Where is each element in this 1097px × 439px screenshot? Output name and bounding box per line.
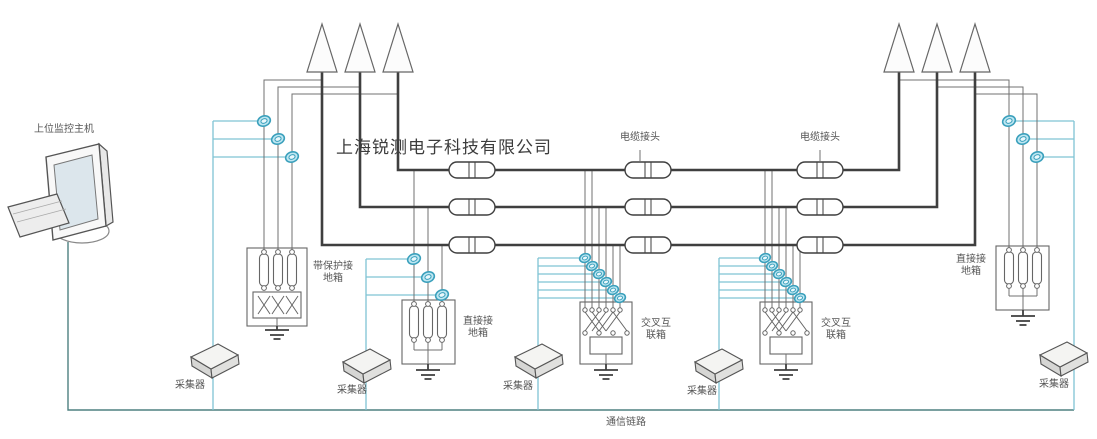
comm-link-label: 通信链路: [606, 417, 646, 428]
host-label: 上位监控主机: [34, 124, 94, 135]
collector-3: [513, 343, 564, 380]
joint-column-2: [624, 150, 672, 254]
direct-grounding-box-left-label: 直接接 地箱: [463, 316, 493, 339]
cross-bonding-box-left: [579, 301, 633, 380]
ground-symbol: [416, 364, 440, 380]
joint-column-1: [448, 161, 496, 254]
direct-grounding-box-left: [401, 299, 456, 380]
cable-joint-label-2: 电缆接头: [800, 132, 840, 143]
collector-5: [1038, 341, 1089, 378]
collector-label-4: 采集器: [687, 386, 717, 397]
comm-link-lines: [67, 120, 1075, 411]
ground-symbol: [774, 364, 798, 380]
cable-joint-label-1: 电缆接头: [620, 132, 660, 143]
direct-grounding-box-right-label: 直接接 地箱: [956, 254, 986, 277]
collector-1: [189, 343, 240, 380]
cross-bonding-box-left-label: 交叉互 联箱: [641, 318, 671, 341]
watermark: 上海锐测电子科技有限公司: [336, 138, 552, 157]
protected-grounding-box: [246, 247, 308, 340]
sheath-wires: [263, 72, 1038, 308]
collector-4: [693, 348, 744, 385]
cross-bonding-box-right-label: 交叉互 联箱: [821, 318, 851, 341]
ground-symbol: [1011, 310, 1035, 326]
collector-2: [341, 348, 392, 385]
current-sensors: [256, 115, 1045, 304]
keyboard: [7, 193, 70, 238]
collector-label-2: 采集器: [337, 385, 367, 396]
ground-symbol: [594, 364, 618, 380]
power-cables: [320, 72, 977, 247]
collector-label-1: 采集器: [175, 380, 205, 391]
collector-label-3: 采集器: [503, 381, 533, 392]
ground-symbol: [265, 326, 289, 340]
collector-label-5: 采集器: [1039, 379, 1069, 390]
direct-grounding-box-right: [995, 245, 1050, 326]
cable-termination-left: [306, 21, 414, 73]
cable-joints: [448, 150, 844, 254]
joint-column-3: [796, 150, 844, 254]
cable-termination-right: [883, 21, 991, 73]
protected-grounding-box-label: 带保护接 地箱: [313, 261, 353, 284]
host-computer: [7, 142, 114, 244]
cross-bonding-box-right: [759, 301, 813, 380]
